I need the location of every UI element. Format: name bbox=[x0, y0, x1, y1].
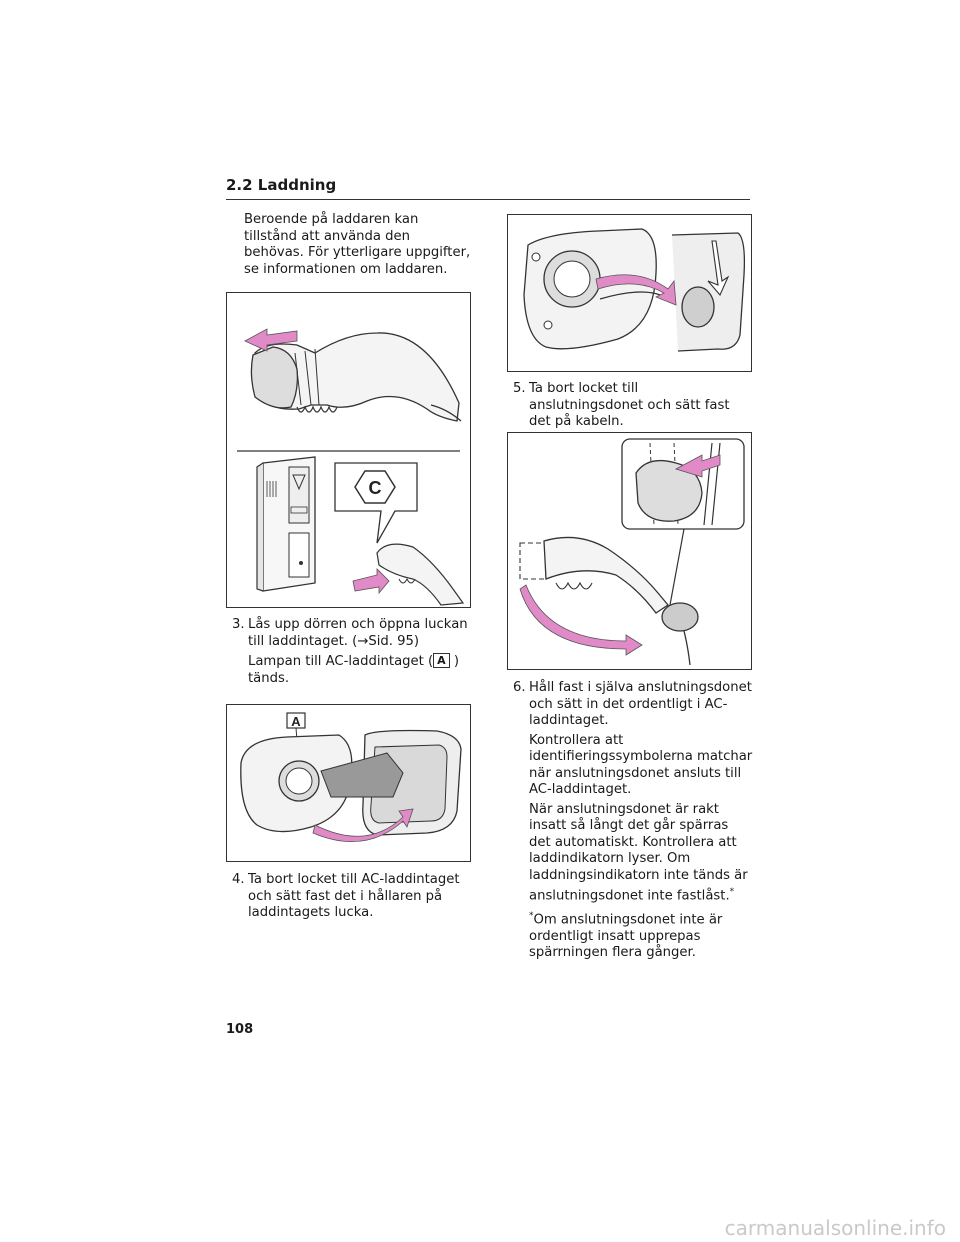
figure-label-a: A bbox=[291, 714, 301, 729]
note-before: Lampan till AC-laddintaget ( bbox=[248, 654, 434, 669]
step-text: Lås upp dörren och öppna luckan till lad… bbox=[248, 617, 468, 649]
footnote: *Om anslutningsdonet inte är ordentligt … bbox=[529, 908, 753, 962]
footnote-marker: * bbox=[729, 887, 735, 897]
step-text: Håll fast i själva anslutningsdonet och … bbox=[529, 680, 752, 728]
note-after: ) tänds. bbox=[248, 654, 460, 686]
step-3: 3. Lås upp dörren och öppna luckan till … bbox=[232, 617, 472, 687]
step-number: 3. bbox=[232, 617, 245, 632]
step-number: 6. bbox=[513, 680, 526, 695]
section-header: 2.2 Laddning bbox=[226, 176, 750, 200]
step-text: Ta bort locket till anslutningsdonet och… bbox=[529, 381, 730, 429]
figure-ac-inlet: A bbox=[226, 704, 471, 862]
step-5: 5. Ta bort locket till anslutningsdonet … bbox=[513, 381, 753, 431]
label-a-box: A bbox=[433, 653, 450, 668]
step-text: Ta bort locket till AC-laddintaget och s… bbox=[248, 872, 460, 920]
figure-connector-charger: C bbox=[226, 292, 471, 608]
step-note: Lampan till AC-laddintaget (A ) tänds. bbox=[248, 653, 472, 687]
step-note-1: Kontrollera att identifieringssymbolerna… bbox=[529, 732, 753, 798]
step-4: 4. Ta bort locket till AC-laddintaget oc… bbox=[232, 872, 472, 922]
figure-cap-removal bbox=[507, 214, 752, 372]
step-number: 4. bbox=[232, 872, 245, 887]
step-6: 6. Håll fast i själva anslutningsdonet o… bbox=[513, 680, 753, 962]
footnote-marker-lead: * bbox=[529, 910, 534, 921]
step-number: 5. bbox=[513, 381, 526, 396]
footnote-text: Om anslutningsdonet inte är ordentligt i… bbox=[529, 912, 723, 961]
intro-text: Beroende på laddaren kan tillstånd att a… bbox=[244, 212, 471, 277]
page-number: 108 bbox=[226, 1022, 254, 1037]
step-note-2: När anslutningsdonet är rakt insatt så l… bbox=[529, 802, 753, 905]
callout-badge: C bbox=[369, 478, 382, 498]
watermark: carmanualsonline.info bbox=[724, 1216, 946, 1240]
step-note-2-text: När anslutningsdonet är rakt insatt så l… bbox=[529, 801, 748, 904]
figure-cap-on-cable bbox=[507, 432, 752, 670]
